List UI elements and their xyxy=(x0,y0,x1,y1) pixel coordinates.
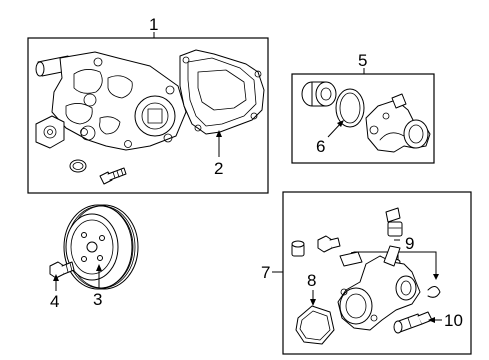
callout-5[interactable]: 5 xyxy=(358,51,367,70)
thermostat-group-box xyxy=(291,73,435,164)
callout-1[interactable]: 1 xyxy=(149,15,158,34)
retaining-clip xyxy=(427,286,441,298)
outlet-housing-seal xyxy=(295,305,335,345)
callout-4-arrowhead xyxy=(53,274,59,281)
callout-7[interactable]: 7 xyxy=(261,263,270,282)
callout-10-arrowhead xyxy=(428,317,435,323)
water-pump-housing xyxy=(35,51,187,185)
callout-8[interactable]: 8 xyxy=(307,271,316,290)
callout-6[interactable]: 6 xyxy=(316,137,325,156)
callout-8-arrowhead xyxy=(310,299,316,306)
thermostat-housing xyxy=(365,93,431,153)
callout-4[interactable]: 4 xyxy=(50,292,59,311)
callout-9[interactable]: 9 xyxy=(405,234,414,253)
thermostat-seal xyxy=(335,88,365,128)
callout-3[interactable]: 3 xyxy=(93,290,102,309)
thermostat xyxy=(301,81,337,107)
bypass-plug xyxy=(291,240,305,257)
outlet-fitting-top xyxy=(385,207,403,237)
callout-2[interactable]: 2 xyxy=(214,159,223,178)
callout-3-arrowhead xyxy=(96,264,102,271)
outlet-seal xyxy=(339,251,363,267)
outlet-bolt xyxy=(317,235,341,253)
water-pump-gasket xyxy=(179,49,265,135)
callout-6-arrowhead xyxy=(337,120,344,127)
water-pump-pulley xyxy=(63,204,139,290)
coolant-outlet-housing xyxy=(337,245,421,331)
callout-9-arrowhead-b xyxy=(433,274,439,280)
temperature-sensor xyxy=(393,311,433,334)
water-pump-group-box xyxy=(27,37,269,194)
outlet-group-box xyxy=(282,191,472,355)
callout-2-arrowhead xyxy=(216,130,222,137)
callout-10[interactable]: 10 xyxy=(444,311,463,330)
pulley-bolt xyxy=(49,261,75,279)
